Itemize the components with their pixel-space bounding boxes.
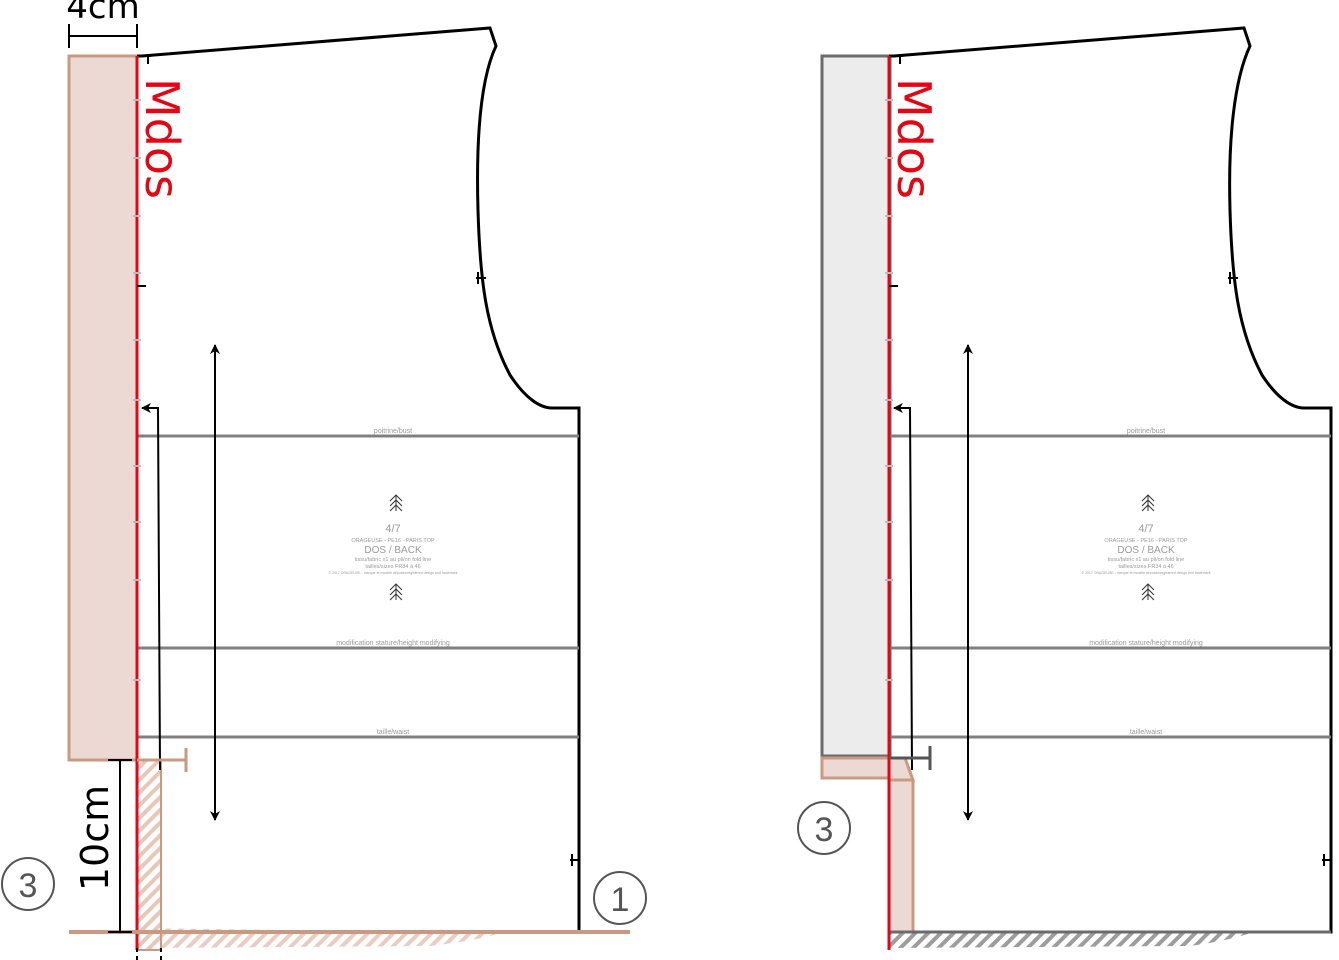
right-panel: poitrine/bust modification stature/heigh…: [797, 26, 1333, 950]
tree-icon: [1141, 583, 1155, 601]
added-strip-grey: [820, 54, 892, 758]
collection: ORAGEUSE - PE16 - PARIS TOP: [351, 538, 434, 544]
hem-hatched-grey: [889, 932, 1250, 948]
height-line-label-right: modification stature/height modifying: [1089, 640, 1203, 647]
cut-info: tissu/fabric x1 au pli/on fold line: [355, 557, 431, 563]
step-marker-3-right: [797, 801, 851, 855]
fold-label: Mdos: [135, 78, 189, 199]
notches-right: [889, 55, 1331, 866]
waist-line-label-right: taille/waist: [1130, 729, 1162, 736]
corner-fold: [820, 756, 916, 782]
fold-ticks-right: [885, 99, 893, 681]
step-marker-3-label: 3: [19, 867, 38, 905]
pattern-info-right: 4/7 ORAGEUSE - PE16 - PARIS TOP DOS / BA…: [1081, 494, 1211, 601]
step-marker-1-label: 1: [611, 881, 630, 919]
added-strip: [67, 54, 139, 762]
pattern-outline-right: [889, 26, 1333, 934]
tree-icon: [389, 494, 403, 512]
hem-facing: [887, 778, 915, 934]
fold-ticks: [133, 99, 141, 681]
piece-number-right: 4/7: [1138, 523, 1153, 535]
copyright-right: © 2017 ORAGEUSE - marque et modèle dépos…: [1081, 571, 1210, 575]
sizes: tailles/sizes FR34 à 46: [365, 564, 420, 570]
notches: [137, 55, 579, 866]
waist-line-label: taille/waist: [377, 729, 409, 736]
bust-line-label: poitrine/bust: [374, 428, 412, 435]
pattern-outline: [137, 26, 581, 934]
collection-right: ORAGEUSE - PE16 - PARIS TOP: [1104, 538, 1187, 544]
length-dimension-label: 10cm: [73, 785, 117, 891]
step-marker-1: [593, 871, 647, 925]
step-marker-3: [1, 857, 55, 911]
waist-marker-right: [889, 746, 932, 770]
copyright: © 2017 ORAGEUSE - marque et modèle dépos…: [328, 571, 457, 575]
left-panel: poitrine/bust modification stature/heigh…: [1, 0, 647, 960]
sizes-right: tailles/sizes FR34 à 46: [1118, 564, 1173, 570]
step-marker-3-right-label: 3: [815, 811, 834, 849]
waist-marker: [137, 748, 188, 772]
bust-line-label-right: poitrine/bust: [1127, 428, 1165, 435]
fold-placement-arrow-right: [893, 403, 913, 771]
piece-number: 4/7: [385, 523, 400, 535]
tree-icon: [1141, 494, 1155, 512]
piece-name: DOS / BACK: [364, 545, 422, 556]
cut-info-right: tissu/fabric x1 au pli/on fold line: [1108, 557, 1184, 563]
pattern-info-left: 4/7 ORAGEUSE - PE16 - PARIS TOP DOS / BA…: [328, 494, 458, 601]
length-dimension: [108, 759, 162, 960]
fold-label-right: Mdos: [887, 78, 941, 199]
facing-extension-hatched: [136, 759, 162, 951]
fold-placement-arrow: [141, 403, 161, 771]
piece-name-right: DOS / BACK: [1117, 545, 1175, 556]
height-line-label: modification stature/height modifying: [336, 640, 450, 647]
tree-icon: [389, 583, 403, 601]
width-dimension: [68, 24, 138, 48]
width-dimension-label: 4cm: [66, 0, 139, 27]
